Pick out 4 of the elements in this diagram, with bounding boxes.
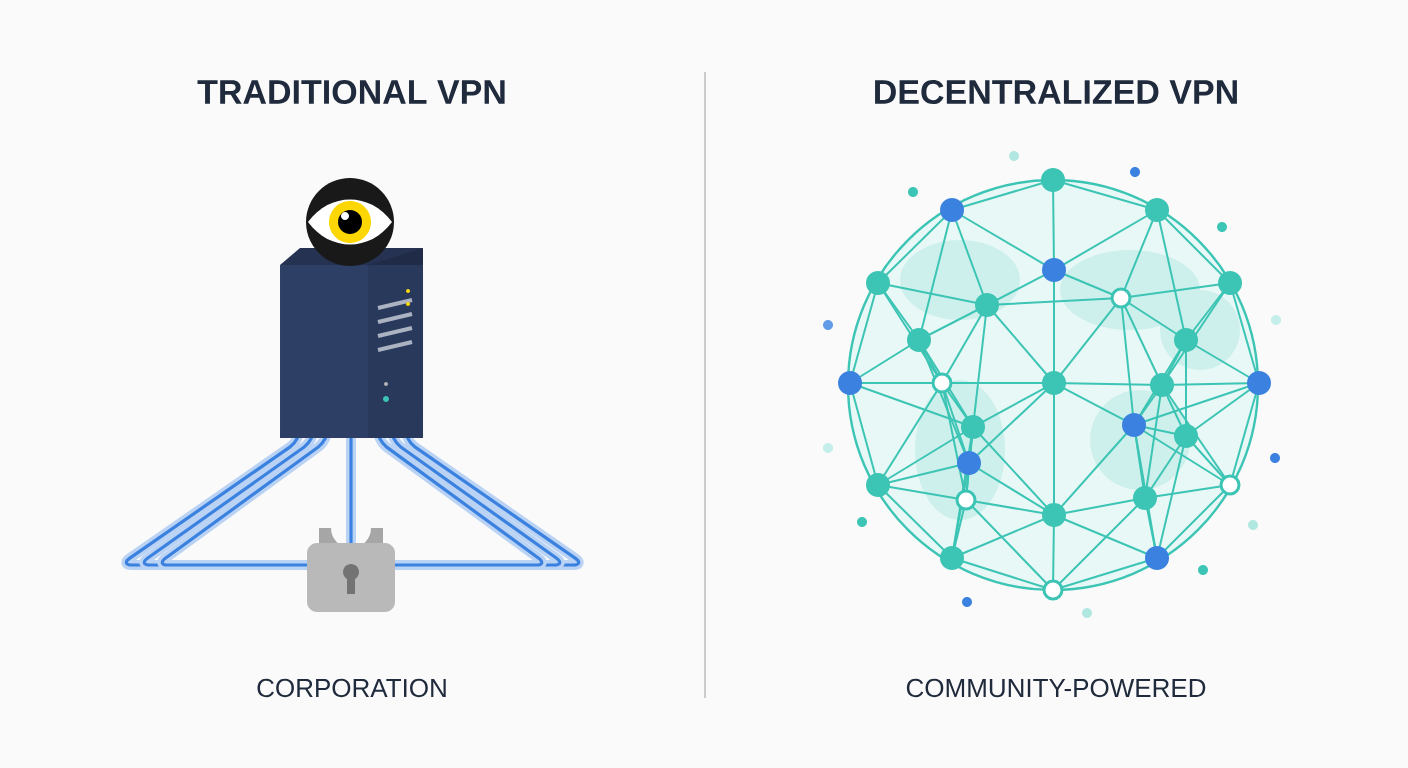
section-heading: TRADITIONAL VPN: [197, 79, 505, 105]
section-caption: CORPORATION: [257, 678, 446, 698]
section-heading: DECENTRALIZED VPN: [875, 79, 1237, 105]
section-caption: COMMUNITY-POWERED: [906, 678, 1206, 698]
